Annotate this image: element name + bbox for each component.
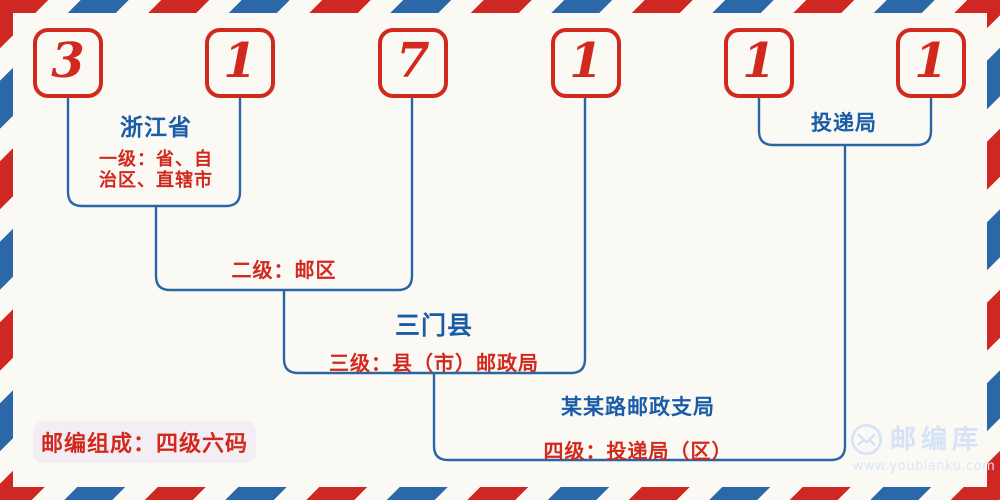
level2-label: 二级：邮区 (166, 254, 402, 283)
level3-region-name: 三门县 (394, 311, 473, 340)
postal-digit-6: 1 (914, 33, 948, 89)
postal-digit-box-2: 1 (205, 28, 275, 98)
site-watermark: 邮编库 www.youbianku.com (850, 423, 1000, 474)
delivery-office-label: 投递局 (769, 107, 919, 137)
postal-digit-2: 1 (223, 33, 257, 89)
level4-label: 某某路邮政支局 四级：投递局（区） (488, 391, 788, 464)
postal-digit-box-1: 3 (33, 28, 103, 98)
envelope-icon (851, 424, 882, 455)
postal-digit-box-5: 1 (724, 28, 794, 98)
badge-text: 邮编组成：四级六码 (40, 431, 248, 457)
postal-digit-3: 7 (396, 33, 430, 89)
diagram-canvas (13, 13, 987, 487)
postal-digit-box-6: 1 (896, 28, 966, 98)
level4-office-name: 某某路邮政支局 (561, 394, 715, 419)
postal-digit-5: 1 (742, 33, 776, 89)
postal-digit-box-4: 1 (551, 28, 621, 98)
watermark-url: www.youbianku.com (852, 459, 996, 474)
level3-description: 三级：县（市）邮政局 (329, 351, 539, 375)
bracket-delivery (757, 98, 933, 147)
level2-description: 二级：邮区 (231, 258, 337, 282)
bracket-level4 (432, 145, 847, 462)
level3-label: 三门县 三级：县（市）邮政局 (309, 306, 559, 376)
level4-description: 四级：投递局（区） (543, 439, 733, 463)
postal-digit-box-3: 7 (378, 28, 448, 98)
bracket-level1 (66, 98, 242, 208)
level1-label: 浙江省 一级：省、自 治区、直辖市 (62, 108, 250, 191)
delivery-office-name: 投递局 (811, 110, 877, 135)
level1-description-line1: 一级：省、自 (99, 149, 213, 170)
postal-digit-1: 3 (51, 33, 85, 89)
level1-region-name: 浙江省 (120, 114, 192, 141)
watermark-brand: 邮编库 (890, 424, 984, 455)
postal-code-composition-badge: 邮编组成：四级六码 (33, 421, 256, 463)
postal-digit-4: 1 (569, 33, 603, 89)
level1-description-line2: 治区、直辖市 (99, 170, 213, 191)
